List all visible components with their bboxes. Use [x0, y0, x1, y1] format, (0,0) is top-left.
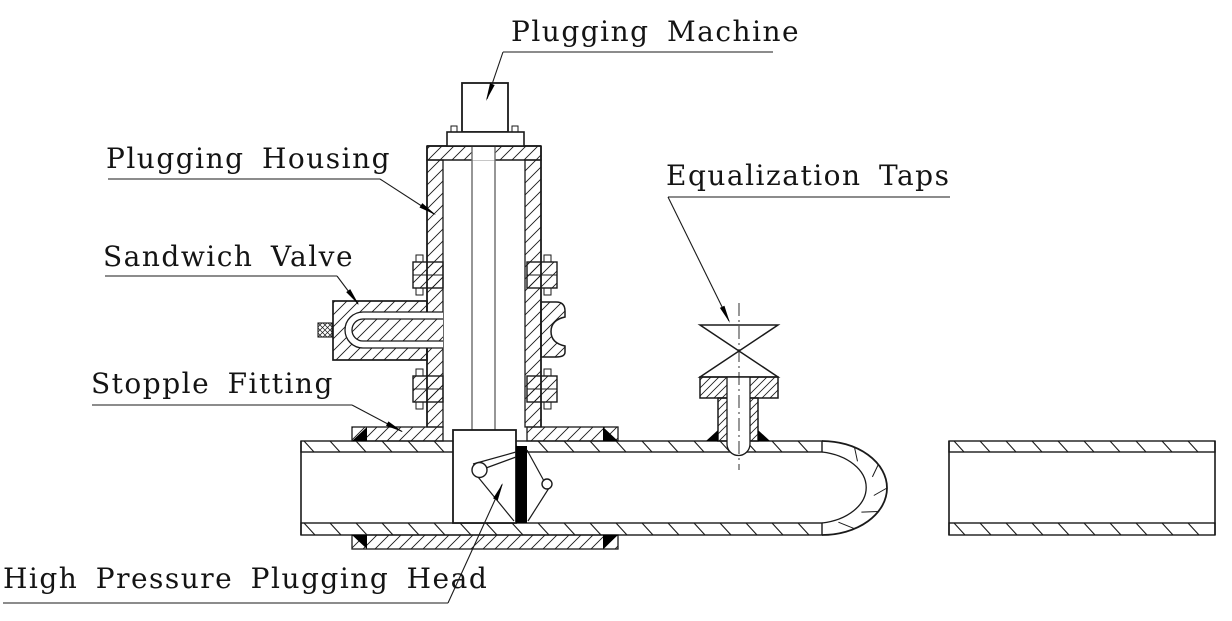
weld-bottom-right	[603, 535, 618, 549]
tap-bore	[726, 377, 751, 457]
leader-stopple-fitting	[92, 404, 403, 432]
stopple-fitting-saddle	[351, 426, 619, 550]
label-sandwich-valve: Sandwich Valve	[103, 240, 355, 273]
weld-top-right	[603, 427, 618, 441]
housing-flange-upper-left	[412, 254, 444, 296]
plugging-housing-body	[426, 145, 542, 428]
weld-bottom-left	[352, 535, 367, 549]
valve-stem-spring-icon	[317, 322, 333, 338]
leader-plugging-housing	[108, 178, 436, 215]
head-pivot-small	[541, 478, 553, 490]
arrowhead	[346, 289, 359, 305]
arrowhead	[386, 421, 403, 432]
pipe-section-right	[948, 440, 1216, 536]
label-stopple-fitting: Stopple Fitting	[91, 367, 334, 400]
equalization-tap-valve-symbol	[697, 303, 781, 470]
head-pivot-large	[471, 461, 488, 479]
sandwich-valve-body	[317, 300, 443, 361]
valve-gate	[351, 318, 443, 342]
leader-equalization-taps	[667, 196, 950, 323]
leader-plugging-machine	[486, 51, 773, 101]
pipe-main	[300, 440, 888, 536]
housing-flange-lower-right	[526, 368, 558, 410]
plugging-machine-box	[461, 82, 509, 133]
plugging-head-seal-bar	[516, 446, 527, 523]
equalization-tap-fitting	[699, 376, 779, 457]
plugging-head	[452, 429, 553, 524]
weld-top-left	[352, 427, 367, 441]
housing-flange-lower-left	[412, 368, 444, 410]
leader-sandwich-valve	[105, 275, 359, 305]
arrowhead	[486, 83, 495, 101]
arrowhead	[419, 203, 436, 215]
housing-flange-upper-right	[526, 254, 558, 296]
label-plugging-machine: Plugging Machine	[511, 15, 801, 48]
label-plugging-housing: Plugging Housing	[106, 142, 392, 175]
tap-weld-left	[706, 430, 718, 441]
housing-right-block	[540, 301, 566, 358]
machine-mounting-flange	[446, 125, 525, 147]
label-equalization-taps: Equalization Taps	[666, 159, 951, 192]
arrowhead	[493, 483, 503, 501]
leader-lines	[3, 51, 950, 604]
label-high-pressure-plugging-head: High Pressure Plugging Head	[3, 562, 489, 595]
drive-rod	[471, 146, 496, 430]
arrowhead	[719, 305, 730, 323]
leader-plugging-head	[3, 483, 503, 604]
tap-weld-right	[758, 430, 770, 441]
